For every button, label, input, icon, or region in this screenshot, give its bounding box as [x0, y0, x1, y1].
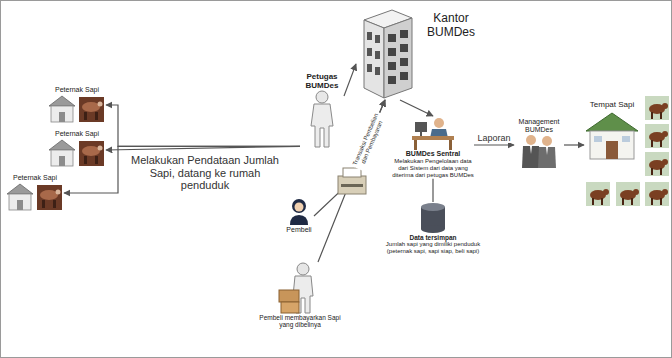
connector-arrow	[106, 105, 300, 146]
connector-arrow	[564, 144, 584, 145]
cow-icon	[645, 96, 669, 120]
connector-arrow	[400, 100, 433, 116]
node-body: Jumlah sapi yang dimiliki penduduk (pete…	[383, 241, 483, 255]
edge-label: Laporan	[476, 133, 511, 143]
node-body: Melakukan Pengelolaan data dari Sistem d…	[392, 158, 474, 179]
house-icon	[48, 94, 106, 124]
buyer-icon	[288, 198, 310, 226]
cattle-barn: Tempat Sapi	[584, 100, 640, 161]
farmer-house: Peternak Sapi	[48, 130, 106, 168]
cash-register	[338, 168, 366, 194]
connector-arrow	[344, 64, 356, 96]
node-label: Pembeli	[286, 226, 311, 234]
person-icon	[308, 90, 336, 148]
house-icon	[6, 182, 64, 212]
node-label: Pembeli membayarkan Sapi yang dibelinya	[258, 314, 342, 329]
office-building: Kantor BUMDes	[356, 8, 482, 100]
farmer-house: Peternak Sapi	[6, 174, 64, 212]
farmer-house: Peternak Sapi	[48, 86, 106, 124]
database-cylinder: Data tersimpanJumlah sapi yang dimiliki …	[383, 202, 483, 255]
building-icon	[356, 8, 416, 100]
house-icon	[48, 138, 106, 168]
edge-label: Transaksi Pembelian dan Pembayaran	[350, 111, 386, 172]
connector-arrow	[432, 179, 433, 202]
cow-icon	[645, 182, 669, 206]
db-icon	[419, 202, 447, 234]
node-label: Kantor BUMDes	[420, 12, 482, 40]
connector-arrow	[474, 144, 514, 145]
node-label: Peternak Sapi	[55, 86, 99, 94]
buyer-payment-figure: Pembeli membayarkan Sapi yang dibelinya	[258, 262, 342, 329]
node-label: Petugas BUMDes	[300, 72, 344, 90]
node-label: Data tersimpan	[410, 234, 457, 241]
cow-icon	[645, 124, 669, 148]
barn-icon	[584, 109, 640, 161]
sentral-icon	[411, 116, 455, 150]
edge-label: Melakukan Pendataan Jumlah Sapi, datang …	[124, 154, 286, 192]
node-label: Peternak Sapi	[55, 130, 99, 138]
cow-icon	[586, 182, 610, 206]
node-label: Peternak Sapi	[13, 174, 57, 182]
central-operator: BUMDes SentralMelakukan Pengelolaan data…	[392, 116, 474, 179]
mgmt-icon	[517, 134, 561, 168]
officer-figure: Petugas BUMDes	[300, 72, 344, 148]
node-label: BUMDes Sentral	[406, 150, 460, 158]
cow-icon	[616, 182, 640, 206]
cow-icon	[645, 152, 669, 176]
buyer-figure: Pembeli	[284, 198, 314, 234]
node-label: Management BUMDes	[514, 118, 564, 134]
payer-icon	[277, 262, 323, 314]
management-figure: Management BUMDes	[514, 118, 564, 168]
node-label: Tempat Sapi	[590, 100, 634, 109]
